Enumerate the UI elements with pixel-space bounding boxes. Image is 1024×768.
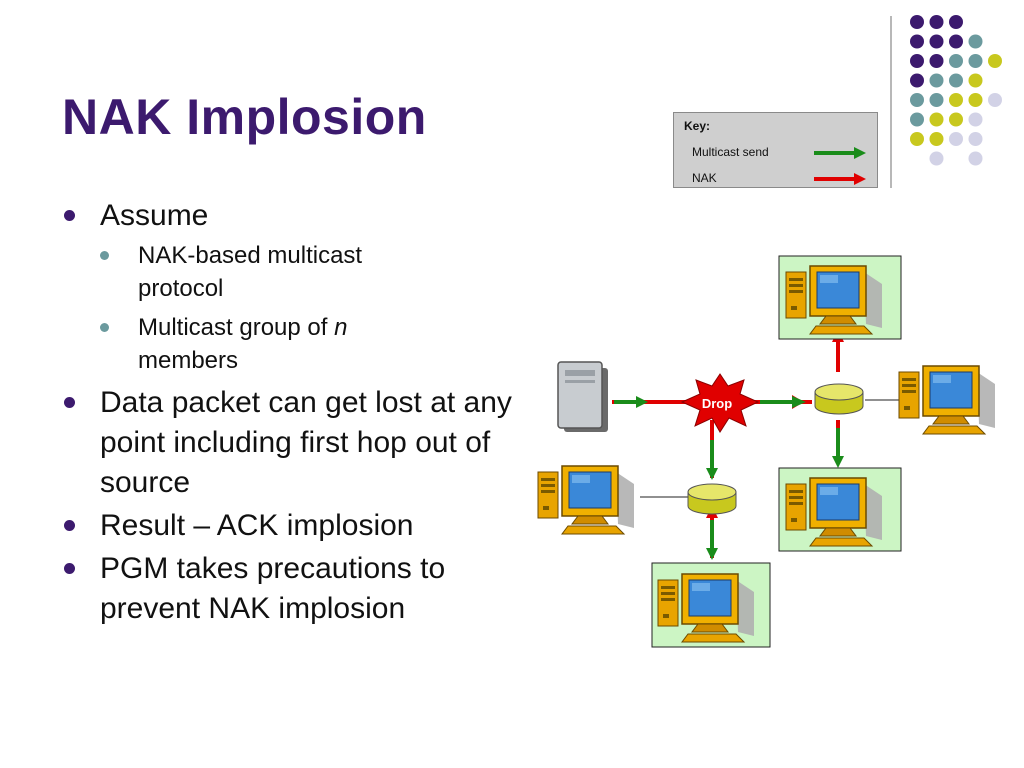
decor-dot-grid [910, 15, 1002, 166]
bullet-item: Result – ACK implosion [62, 506, 542, 546]
bullet-dot [64, 520, 75, 531]
multicast-arrow-icon [814, 147, 866, 159]
decor-dot [929, 54, 944, 68]
decor-dot [988, 54, 1002, 68]
variable-n: n [334, 314, 348, 341]
decor-dot [910, 93, 924, 107]
sub-bullet-item: Multicast group of n members [100, 311, 438, 377]
key-multicast-label: Multicast send [692, 145, 769, 159]
bullet-item: Data packet can get lost at any point in… [62, 383, 542, 503]
drop-label: Drop [702, 396, 732, 411]
decor-dot [988, 93, 1002, 107]
decor-dot [949, 34, 963, 49]
bullet-dot [64, 563, 75, 574]
decor-dot [968, 34, 983, 49]
sub-bullet-dot [100, 251, 109, 260]
decor-dot [929, 15, 944, 29]
bullet-dot [64, 397, 75, 408]
decor-dot [968, 151, 983, 166]
bullet-text: Assume [100, 199, 209, 232]
decor-dot [929, 34, 944, 49]
decor-dot [968, 132, 983, 146]
decor-dot [968, 112, 983, 127]
decor-dot [968, 73, 983, 88]
server-icon [557, 361, 608, 432]
computer-icon [537, 465, 635, 535]
sub-bullet-text: Multicast group of [138, 314, 335, 341]
decor-dot [968, 93, 983, 107]
sub-bullet-item: NAK-based multicast protocol [100, 239, 438, 305]
bullet-item: Assume [62, 196, 542, 236]
decor-dot [910, 132, 924, 146]
sub-bullet-dot [100, 323, 109, 332]
decor-dot [929, 93, 944, 107]
sub-bullet-text: members [138, 347, 239, 374]
decor-dot [949, 73, 963, 88]
bullet-text: Result – ACK implosion [100, 509, 414, 542]
decor-dot [929, 151, 944, 166]
key-title: Key: [684, 119, 711, 133]
decor-dot [929, 112, 944, 127]
decor-dot [929, 73, 944, 88]
decor-dot [949, 112, 963, 127]
router-icon [814, 383, 864, 415]
decor-dot [949, 93, 963, 107]
bullet-item: PGM takes precautions to prevent NAK imp… [62, 549, 542, 629]
drop-burst-icon [680, 373, 760, 433]
green-arrow-icon [704, 518, 720, 562]
computer-icon [898, 365, 996, 435]
decor-dot [949, 54, 963, 68]
bullet-text: Data packet can get lost at any point in… [100, 386, 512, 499]
bullet-text: PGM takes precautions to prevent NAK imp… [100, 552, 446, 625]
bullet-dot [64, 210, 75, 221]
decor-divider [890, 16, 892, 188]
sub-bullet-text: NAK-based multicast protocol [138, 242, 363, 302]
multicast-paths [614, 396, 846, 562]
router-icon [687, 483, 737, 515]
decor-dot [910, 73, 924, 88]
decor-dot [968, 54, 983, 68]
decor-dot [910, 112, 924, 127]
decor-dot [949, 132, 963, 146]
decor-dot [910, 34, 924, 49]
key-nak-label: NAK [692, 171, 717, 185]
decor-dot [929, 132, 944, 146]
green-arrow-icon [704, 438, 720, 482]
slide-title: NAK Implosion [62, 89, 427, 145]
bullet-list: Assume NAK-based multicast protocol Mult… [62, 196, 542, 632]
decor-dot [949, 15, 963, 29]
nak-arrow-icon [814, 173, 866, 185]
legend-key: Key: Multicast send NAK [673, 112, 878, 188]
decor-dot [910, 15, 924, 29]
decor-dot [910, 54, 924, 68]
green-arrow-icon [830, 426, 846, 470]
